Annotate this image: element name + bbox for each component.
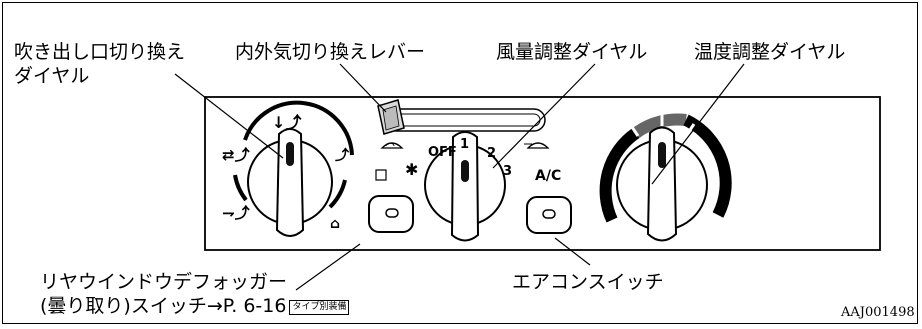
figure-code: AAJ001498 — [841, 305, 915, 320]
fan-speed-off: OFF — [428, 145, 457, 160]
ac-switch: A/C — [526, 168, 572, 234]
fan-dial-label: 風量調整ダイヤル — [496, 41, 648, 63]
recirc-icon — [380, 142, 404, 149]
mode-dial: ↓⤴ ⇄⤴ ⇁⤴ ⤴ ⌂ — [222, 100, 354, 237]
mode-floor-defrost-icon: ⤴ — [335, 147, 350, 164]
fan-speed-3: 3 — [503, 164, 512, 179]
fan-dial: ✱ OFF 1 2 3 — [405, 131, 512, 242]
temp-dial — [599, 112, 732, 242]
mode-dial-label: 吹き出し口切り換え ダイヤル — [14, 41, 186, 87]
recirc-lever-label: 内外気切り換えレバー — [235, 41, 426, 63]
ac-label: A/C — [535, 168, 561, 184]
mode-defrost-icon: ⌂ — [330, 216, 340, 232]
temp-dial-label: 温度調整ダイヤル — [694, 41, 846, 63]
fresh-air-icon — [524, 142, 550, 149]
fan-icon: ✱ — [405, 160, 418, 179]
mode-floor-icon: ⇁⤴ — [222, 204, 251, 222]
mode-bilevel-icon: ⇄⤴ — [222, 146, 251, 164]
fan-speed-1: 1 — [460, 137, 469, 152]
rear-defogger-switch — [368, 169, 414, 233]
equipment-tag: タイプ別装備 — [289, 300, 350, 315]
fan-speed-2: 2 — [487, 146, 496, 161]
leader-lines — [174, 63, 745, 291]
ac-switch-label: エアコンスイッチ — [512, 271, 664, 293]
mode-face-icon: ↓⤴ — [272, 113, 302, 132]
